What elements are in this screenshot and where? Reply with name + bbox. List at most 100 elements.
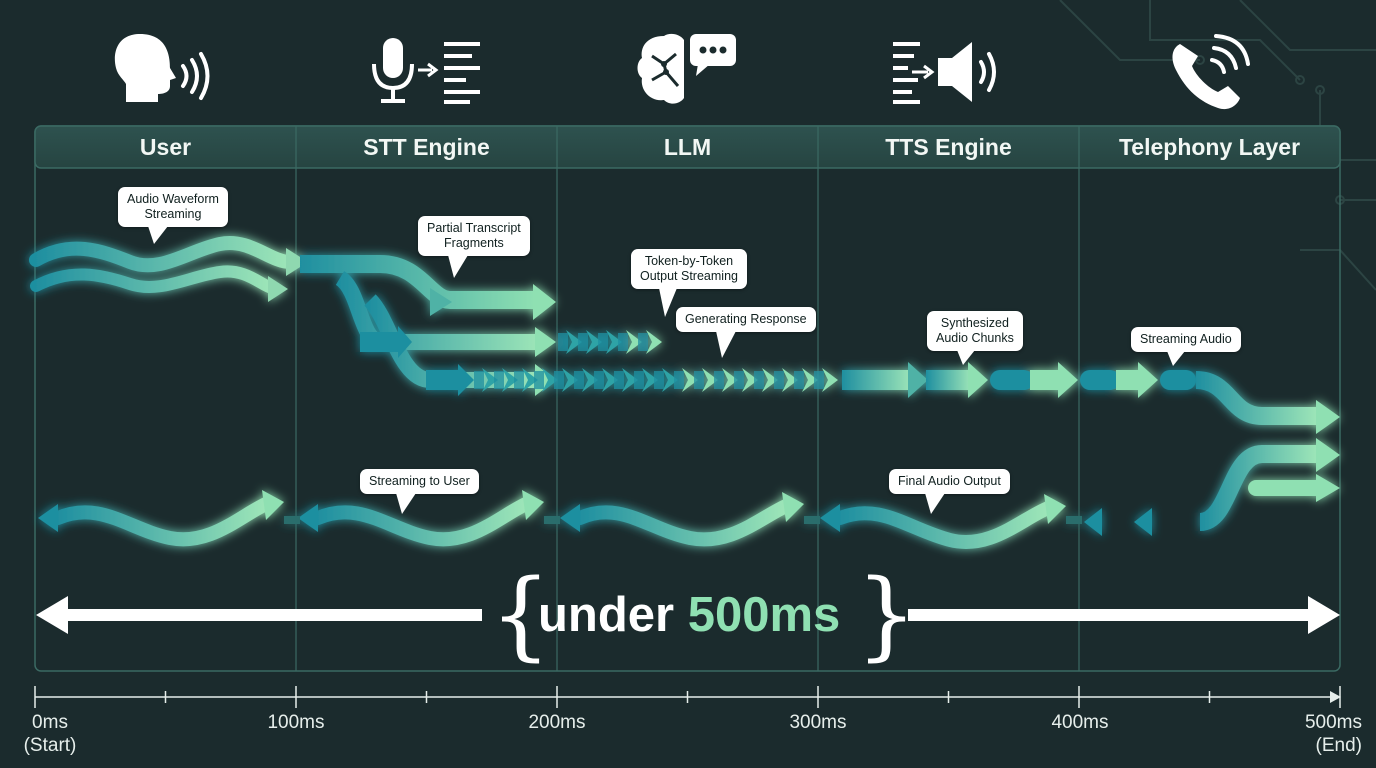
token-chevron [542,368,558,392]
token-chevron [606,330,622,354]
token-chevron [662,368,678,392]
return-connector-2 [544,516,560,524]
return-arrowhead-stt-right [522,490,544,520]
return-arrowhead-tts-left [820,504,840,532]
return-arrowhead-llm-right [782,492,804,522]
token-chevron-body [514,371,524,389]
lane-llm-header: LLM [663,133,712,160]
token-chevron-body [694,371,704,389]
return-arrowhead-tts-right [1044,494,1066,524]
callout-tail [448,255,468,278]
token-chevron-body [714,371,724,389]
callout-tail [957,350,975,365]
token-chevron-body [474,371,484,389]
callout-final-audio-output: Final Audio Output [889,469,1010,514]
token-chevron [646,330,662,354]
stt-low-block [426,370,460,390]
token-chevrons-upper [558,330,662,354]
callout-generating-response-text: Generating Response [685,312,807,326]
token-chevron [822,368,838,392]
token-chevron-body [554,371,564,389]
token-chevron [682,368,698,392]
callout-streaming-to-user: Streaming to User [360,469,479,514]
token-chevron-body [654,371,664,389]
speaking-head-icon [114,34,210,102]
token-chevron [742,368,758,392]
callout-partial-transcript-text: Partial Transcript Fragments [427,221,521,250]
token-chevron-body [814,371,824,389]
token-chevron-body [574,371,584,389]
token-chevron-body [794,371,804,389]
callout-tail [148,226,168,244]
token-chevron [602,368,618,392]
lane-dividers [295,126,1080,671]
stt-mid-block [360,332,400,352]
token-chevron-body [558,333,568,351]
return-arrowhead-user-left [38,504,58,532]
token-chevron-body [534,371,544,389]
return-connector-4 [1066,516,1082,524]
token-chevron [722,368,738,392]
tts-segment-2 [926,370,972,390]
tel-out-arrowhead-2 [1316,438,1340,472]
text-to-speaker-icon [893,42,996,104]
latency-span-arrow [36,596,1340,634]
stt-mid-block-arrowhead [398,326,412,358]
tel-out-arrowhead-1 [1316,400,1340,434]
callout-tail [716,331,736,358]
lane-stt-header: STT Engine [363,133,490,160]
return-wave-stt [311,497,533,547]
token-chevron [562,368,578,392]
callout-tail [659,288,677,317]
token-chevron-body [754,371,764,389]
callout-streaming-to-user-text: Streaming to User [369,474,470,488]
token-chevron [782,368,798,392]
callout-audio-waveform: Audio Waveform Streaming [118,187,228,244]
token-chevron-body [614,371,624,389]
token-chevron [642,368,658,392]
tick-label-200: 200ms [528,712,586,733]
callout-tail [925,493,945,514]
lane-header-band [34,125,1341,169]
tel-loop [1198,445,1318,531]
tts-segment-3 [990,370,1034,390]
return-arrowhead-tel-2 [1134,508,1152,536]
user-input-wave-2 [30,265,278,294]
callout-tail [396,493,416,514]
token-chevron [762,368,778,392]
lane-user-header: User [139,133,192,160]
token-chevron-body [634,371,644,389]
latency-label: under 500ms [538,586,840,644]
tel-segment-2-arrowhead [1138,362,1158,398]
tick-label-100: 100ms [267,712,325,733]
return-wave-llm [573,499,793,547]
token-chevron [482,368,498,392]
tick-label-0: 0ms (Start) [23,712,77,756]
phone-ringing-icon [1172,34,1250,110]
timeline-axis [34,686,1341,708]
tel-curve-out [1195,371,1318,425]
tel-out-arrowhead-3 [1316,474,1340,502]
callout-tail [1167,351,1185,366]
callout-audio-waveform-text: Audio Waveform Streaming [127,192,219,221]
tts-segment-4-arrowhead [1058,362,1078,398]
stt-branch-upper-arrowhead [430,288,452,316]
stt-low-block-arrowhead [458,364,474,396]
user-input-wave [29,236,297,273]
return-arrowhead-user-right [262,490,284,520]
latency-prefix: under [538,588,688,642]
token-chevron [582,368,598,392]
brain-chat-icon [637,33,736,104]
callout-token-streaming: Token-by-Token Output Streaming [631,249,747,317]
token-chevron [626,330,642,354]
callout-synthesized-chunks: Synthesized Audio Chunks [927,311,1023,365]
token-chevron-body [494,371,504,389]
token-chevron [502,368,518,392]
token-chevron [702,368,718,392]
tick-label-300: 300ms [789,712,847,733]
latency-brace-close: } [856,559,918,671]
latency-highlight: 500ms [687,588,841,642]
callout-streaming-audio: Streaming Audio [1131,327,1241,366]
